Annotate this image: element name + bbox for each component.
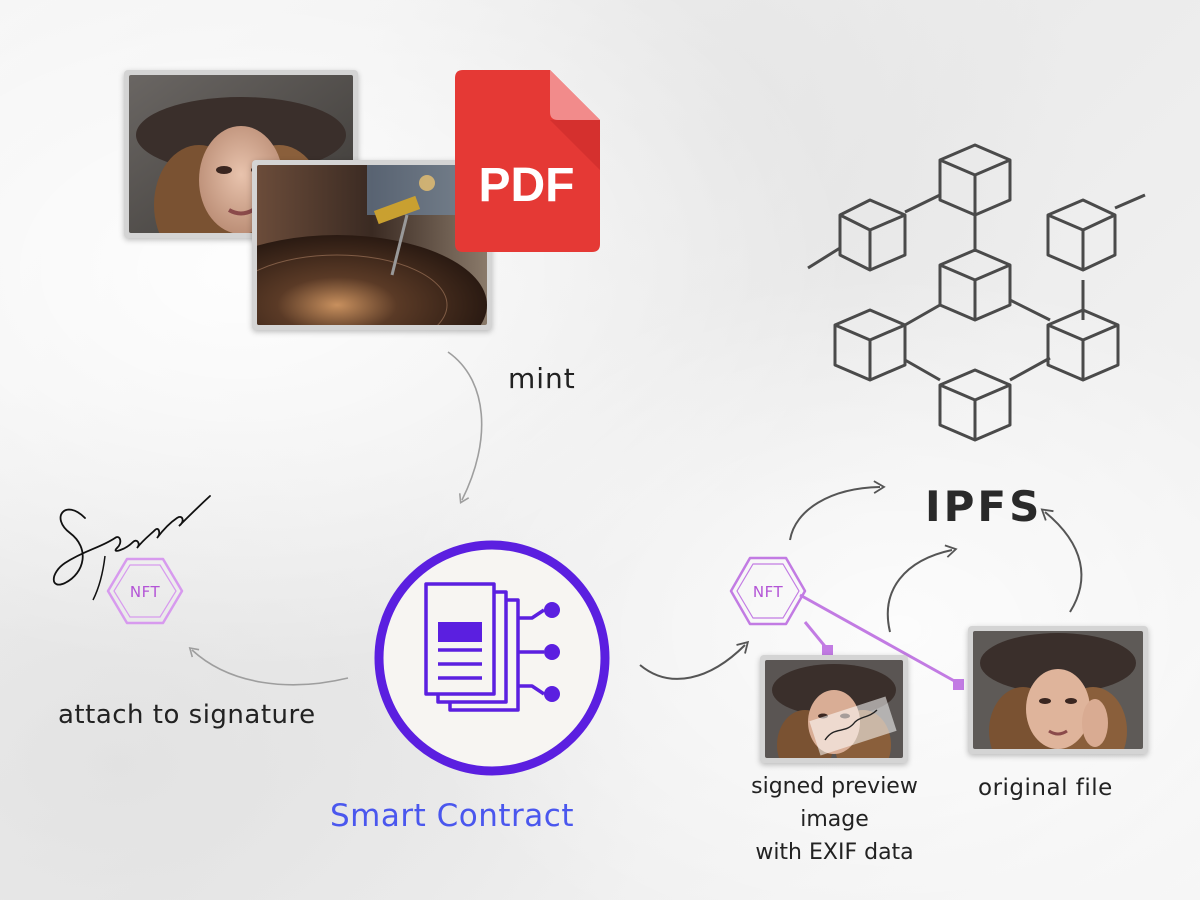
signature-icon xyxy=(52,495,211,601)
original-to-ipfs-arrow xyxy=(1040,508,1083,613)
smart-contract-label: Smart Contract xyxy=(330,798,574,834)
nft-badge-label: NFT xyxy=(130,583,161,601)
nft-to-ipfs-arrow xyxy=(789,480,886,541)
signed-preview-label-line1: signed preview xyxy=(751,774,918,799)
original-file-photo xyxy=(968,626,1148,754)
vinyl-photo-icon xyxy=(257,165,487,325)
mint-label: mint xyxy=(508,362,576,395)
original-file-icon xyxy=(973,631,1143,749)
mint-arrow xyxy=(447,351,483,505)
vinyl-photo xyxy=(252,160,492,330)
ipfs-label: IPFS xyxy=(925,482,1043,531)
signed-preview-icon xyxy=(765,660,903,758)
portrait-photo xyxy=(124,70,358,238)
preview-to-ipfs-arrow xyxy=(886,544,958,633)
nft-badge-right: NFT xyxy=(729,556,807,626)
nft-badge-right-label: NFT xyxy=(753,583,784,601)
attach-label: attach to signature xyxy=(58,700,316,730)
signed-preview-photo xyxy=(760,655,908,763)
original-file-label: original file xyxy=(978,775,1113,801)
contract-to-nft-arrow xyxy=(639,640,750,680)
nft-badge-icon: NFT xyxy=(106,557,184,625)
nft-to-original-link xyxy=(799,593,959,685)
preview-link-dot xyxy=(822,645,833,656)
cube xyxy=(838,198,907,272)
signed-preview-label-line2: image xyxy=(800,807,869,832)
blockchain-cubes-icon xyxy=(807,143,1146,442)
attach-arrow xyxy=(188,646,349,686)
pdf-file-icon xyxy=(455,70,600,252)
smart-contract-icon xyxy=(374,540,610,776)
pdf-label: PDF xyxy=(478,159,575,212)
original-link-dot xyxy=(953,679,964,690)
signed-preview-label-line3: with EXIF data xyxy=(755,840,914,865)
signed-preview-label: signed preview image with EXIF data xyxy=(722,770,947,869)
